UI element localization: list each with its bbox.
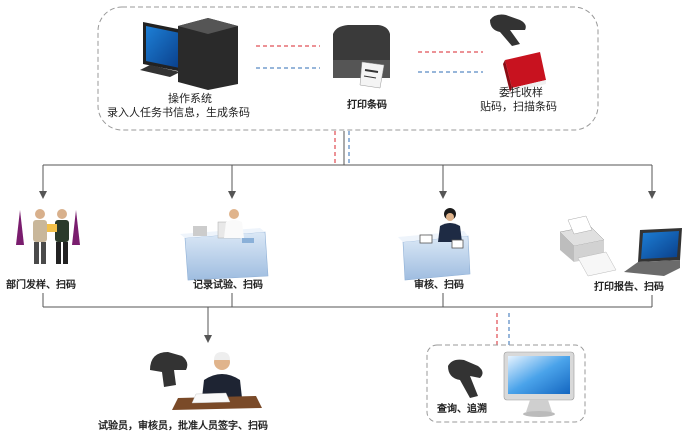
signing-manager-icon <box>150 352 262 410</box>
computer-icon <box>140 18 238 90</box>
sign-label: 试验员，审核员，批准人员签字、扫码 <box>98 421 268 432</box>
barcode-printer-icon <box>333 25 390 89</box>
printer-laptop-icon <box>559 215 682 277</box>
top-group-border <box>97 6 599 131</box>
operation-title: 操作系统 <box>168 92 212 105</box>
station-1-label: 部门发样、扫码 <box>6 280 76 291</box>
reviewer-desk-icon <box>398 208 471 281</box>
operation-desc: 录入人任务书信息，生成条码 <box>107 106 250 119</box>
station-4-label: 打印报告、扫码 <box>594 282 664 293</box>
entrust-title: 委托收样 <box>499 86 543 99</box>
top-dashed-connectors <box>256 45 483 73</box>
scanner-monitor-icon <box>448 351 575 417</box>
print-barcode-title: 打印条码 <box>347 100 387 111</box>
query-label: 查询、追溯 <box>437 404 487 415</box>
station-3-label: 审核、扫码 <box>414 280 464 291</box>
entrust-desc: 贴码，扫描条码 <box>480 100 557 113</box>
people-handover-icon <box>16 209 80 264</box>
query-group-border <box>426 344 586 423</box>
lab-desk-icon <box>180 209 269 281</box>
red-book-icon <box>503 52 546 92</box>
hand-scanner-icon <box>490 14 526 46</box>
station-2-label: 记录试验、扫码 <box>193 280 263 291</box>
